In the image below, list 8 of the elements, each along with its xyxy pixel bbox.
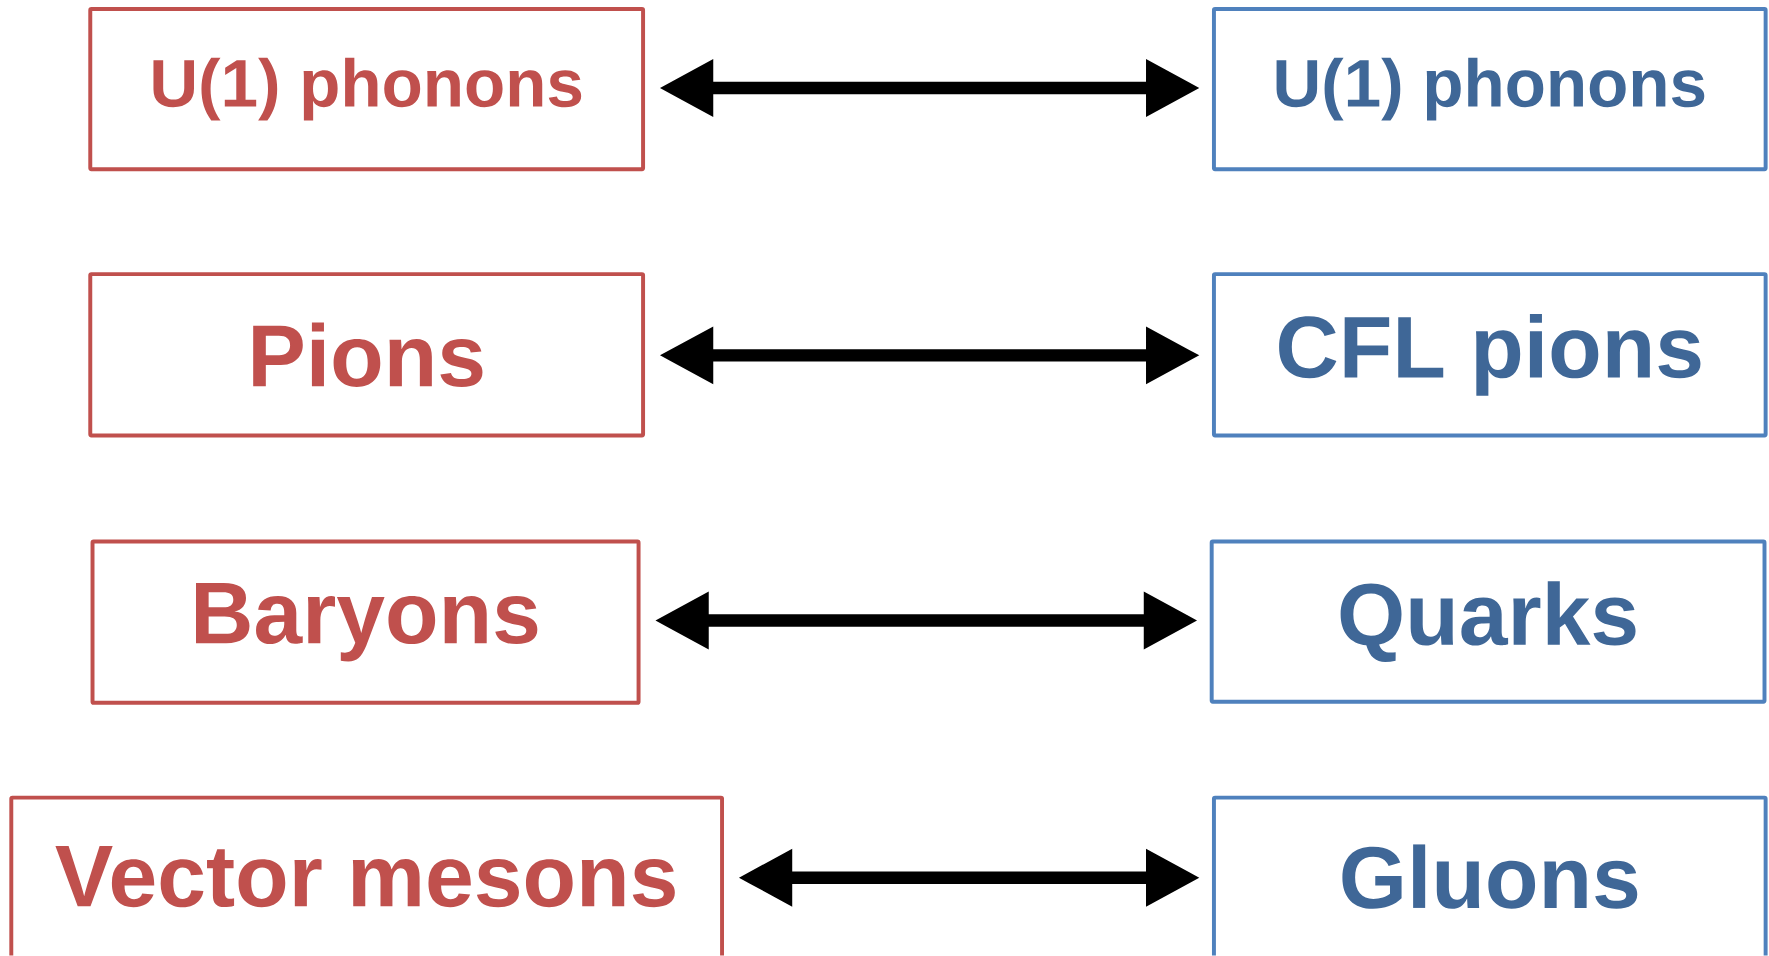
label-box: U(1) phonons — [88, 7, 646, 172]
label-box: U(1) phonons — [1211, 7, 1768, 172]
label-box: CFL pions — [1211, 272, 1768, 438]
label-box: Baryons — [90, 539, 641, 706]
label-box: Gluons — [1211, 795, 1768, 956]
label-box: Quarks — [1209, 539, 1767, 704]
label-box: Vector mesons — [9, 795, 725, 956]
label-box: Pions — [88, 272, 646, 438]
